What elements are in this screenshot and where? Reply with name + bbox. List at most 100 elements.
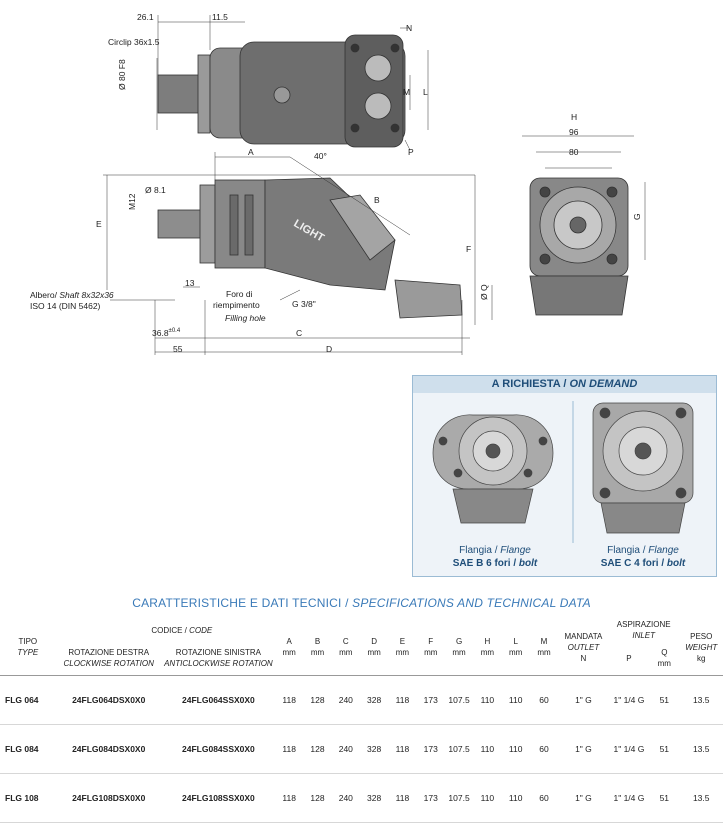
- th-l-mm: mm: [509, 648, 523, 657]
- cell-n: 1" G: [558, 773, 609, 823]
- pump-side-view: [157, 177, 463, 319]
- dim-368: 36.8±0.4: [152, 328, 180, 337]
- dia-q: Ø Q: [479, 284, 489, 300]
- cell-cw: 24FLG084DSX0X0: [55, 724, 162, 774]
- cell-type: FLG 108: [0, 773, 56, 823]
- spec-title: CARATTERISTICHE E DATI TECNICI / SPECIFI…: [0, 596, 723, 610]
- th-m-label: M: [540, 637, 548, 646]
- filling-hole-it2: riempimento: [213, 300, 260, 310]
- th-rot-dx: ROTAZIONE DESTRA: [68, 648, 150, 657]
- cell-g: 107.5: [444, 724, 474, 774]
- th-inlet-en: INLET: [632, 631, 656, 640]
- th-a-label: A: [286, 637, 292, 646]
- cell-type: FLG 084: [0, 724, 56, 774]
- filling-hole-en: Filling hole: [225, 313, 266, 323]
- th-type-en: TYPE: [17, 648, 39, 657]
- pump-top-view: [157, 34, 406, 148]
- flange2-spec-en: bolt: [666, 558, 686, 569]
- dia-80-label: Ø 80 F8: [117, 59, 127, 90]
- th-q-label: Q: [661, 648, 668, 657]
- cell-b: 128: [303, 724, 332, 774]
- shaft-label: Albero/ Shaft 8x32x36: [30, 291, 114, 300]
- cell-q: 51: [649, 724, 680, 774]
- dim-26: 26.1: [137, 13, 154, 22]
- th-f-label: F: [428, 637, 434, 646]
- th-e-mm: mm: [395, 648, 410, 657]
- circlip-label: Circlip 36x1.5: [108, 37, 160, 47]
- cell-d: 328: [359, 773, 389, 823]
- th-q-mm: mm: [657, 659, 671, 668]
- cell-l: 110: [501, 675, 530, 725]
- dim-96: 96: [569, 127, 579, 137]
- cell-e: 118: [388, 675, 417, 725]
- th-n: N: [580, 653, 587, 663]
- on-demand-title: A RICHIESTA / ON DEMAND: [413, 376, 716, 393]
- flange-sae-c-icon: [592, 402, 694, 534]
- cell-g: 107.5: [444, 675, 474, 725]
- cell-a: 118: [275, 773, 304, 823]
- label-n: N: [406, 23, 413, 33]
- th-p-label: P: [626, 653, 632, 663]
- flange1-spec-en: bolt: [518, 558, 538, 569]
- th-rot-sx-en: ANTICLOCKWISE ROTATION: [164, 659, 273, 668]
- dim-368-tol: ±0.4: [168, 328, 181, 334]
- th-kg: kg: [697, 653, 706, 663]
- dim-368-value: 36.8: [152, 327, 169, 338]
- th-tipo: TIPO: [18, 637, 38, 646]
- th-code-en: CODE: [189, 626, 213, 635]
- cell-m: 60: [529, 773, 559, 823]
- cell-a: 118: [275, 724, 304, 774]
- th-code: CODICE / CODE: [122, 625, 242, 636]
- cell-kg: 13.5: [679, 675, 723, 725]
- cell-ccw: 24FLG064SSX0X0: [161, 675, 276, 725]
- cell-e: 118: [388, 724, 417, 774]
- cell-p: 1" 1/4 G: [608, 675, 650, 725]
- cell-cw: 24FLG064DSX0X0: [55, 675, 162, 725]
- cell-b: 128: [303, 675, 332, 725]
- th-g-mm: mm: [452, 648, 466, 657]
- cell-q: 51: [649, 675, 680, 725]
- th-peso: PESO: [690, 631, 713, 641]
- cell-l: 110: [501, 724, 530, 774]
- th-d-label: D: [371, 637, 378, 646]
- th-l-label: L: [513, 637, 518, 646]
- on-demand-panel: A RICHIESTA / ON DEMAND Flangia / Fl: [412, 375, 717, 577]
- label-p: P: [408, 147, 414, 157]
- cell-p: 1" 1/4 G: [608, 724, 650, 774]
- shaft-it: Albero/: [30, 290, 57, 300]
- cell-cw: 24FLG108DSX0X0: [55, 773, 162, 823]
- cell-a: 118: [275, 675, 304, 725]
- th-codice: CODICE /: [151, 626, 190, 635]
- cell-q: 51: [649, 773, 680, 823]
- cell-n: 1" G: [558, 675, 609, 725]
- dim-11: 11.5: [212, 13, 228, 22]
- cell-m: 60: [529, 724, 559, 774]
- dim-26-value: 26.1: [137, 12, 154, 22]
- dim-11-value: 11.5: [212, 12, 228, 22]
- th-b-label: B: [314, 637, 321, 646]
- flange-sae-c-caption: Flangia / Flange SAE C 4 fori / bolt: [573, 544, 713, 570]
- dim-80-front: 80: [569, 147, 579, 157]
- flange1-it: Flangia /: [459, 545, 501, 556]
- label-f: F: [466, 244, 472, 254]
- cell-ccw: 24FLG084SSX0X0: [161, 724, 276, 774]
- dia-81: Ø 8.1: [145, 185, 166, 195]
- m12-label: M12: [127, 193, 137, 210]
- cell-b: 128: [303, 773, 332, 823]
- th-c-label: C: [342, 637, 349, 646]
- label-m: M: [403, 87, 411, 97]
- flange-sae-b-icon: [432, 414, 554, 524]
- cell-f: 173: [416, 675, 445, 725]
